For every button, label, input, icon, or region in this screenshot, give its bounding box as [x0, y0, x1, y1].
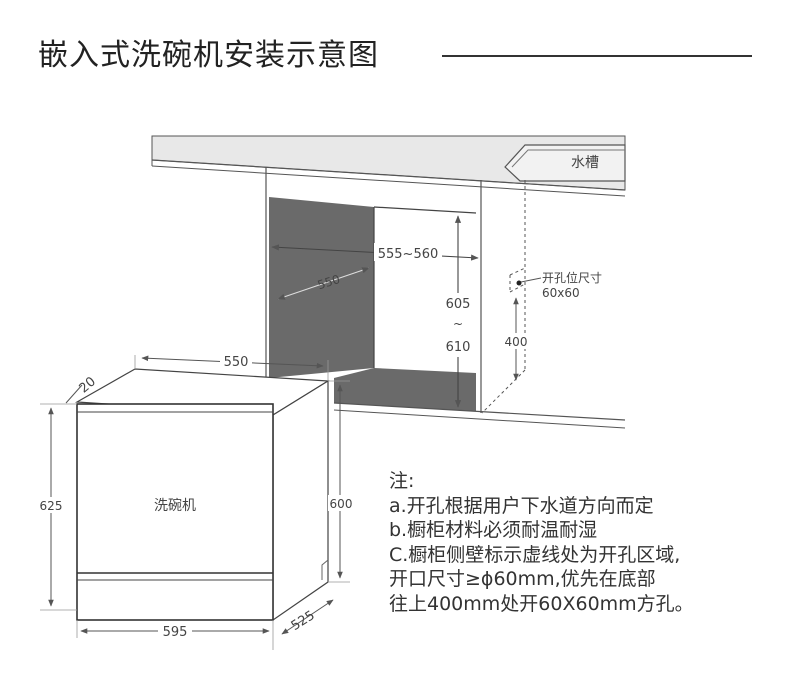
dim-label-400: 400 [505, 335, 528, 349]
dim-label-machine-width: 595 [163, 625, 188, 640]
hole-region-dashed [481, 180, 526, 414]
dim-line-machine-depth-bottom [281, 599, 334, 635]
hole-marker [516, 280, 522, 286]
note-item: b.橱柜材料必须耐温耐湿 [389, 519, 598, 541]
dim-label-cabinet-height-sep: ~ [453, 317, 463, 331]
dishwasher-label: 洗碗机 [154, 498, 196, 514]
dim-label-cabinet-height-bottom: 610 [446, 340, 471, 355]
dishwasher: 洗碗机 [74, 368, 330, 622]
note-item: 往上400mm处开60X60mm方孔。 [389, 592, 694, 615]
dim-label-machine-height-front: 625 [40, 499, 63, 513]
dim-label-cabinet-width: 555~560 [378, 247, 439, 262]
dim-label-cabinet-depth: 550 [316, 272, 342, 292]
countertop [151, 135, 626, 197]
notes-heading: 注: [389, 470, 415, 492]
sink-label: 水槽 [571, 155, 599, 171]
dim-line-cabinet-depth [277, 267, 370, 300]
dim-label-machine-depth-bottom: 525 [289, 608, 318, 634]
note-item: 开口尺寸≥ϕ60mm,优先在底部 [389, 568, 656, 590]
note-item: a.开孔根据用户下水道方向而定 [389, 494, 654, 517]
hole-size-label-2: 60x60 [542, 286, 580, 300]
dim-label-machine-depth-top: 550 [224, 355, 249, 370]
notes: 注: a.开孔根据用户下水道方向而定 b.橱柜材料必须耐温耐湿 C.橱柜侧壁标示… [389, 469, 694, 616]
hole-size-label-1: 开孔位尺寸 [542, 270, 602, 285]
page-title: 嵌入式洗碗机安装示意图 [38, 38, 379, 73]
dim-label-machine-height-back: 600 [330, 497, 353, 511]
note-item: C.橱柜侧壁标示虚线处为开孔区域, [389, 543, 681, 566]
title-rule [442, 55, 752, 57]
dim-label-cabinet-height-top: 605 [446, 297, 471, 312]
sink: 水槽 [504, 144, 626, 182]
